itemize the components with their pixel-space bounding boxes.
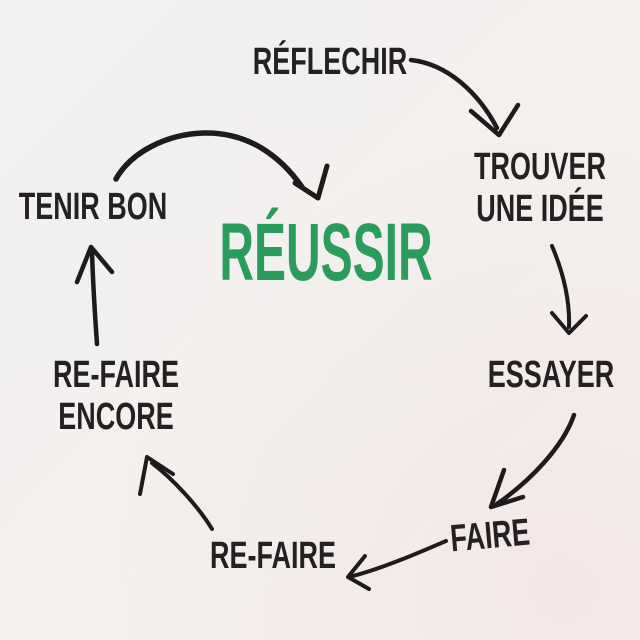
node-trouver-line1: TROUVER xyxy=(474,146,606,188)
node-reflechir: RÉFLECHIR xyxy=(252,41,408,83)
node-trouver-line2: UNE IDÉE xyxy=(476,188,604,230)
arrow-tenir-bon-to-reussir xyxy=(113,130,330,201)
arrow-essayer-to-faire xyxy=(488,412,577,510)
arrow-trouver-to-essayer xyxy=(550,244,588,335)
node-faire: FAIRE xyxy=(448,511,532,561)
node-refaire-encore-line2: ENCORE xyxy=(58,396,174,438)
arrow-refaire-to-refaire-encore xyxy=(138,455,214,531)
node-essayer: ESSAYER xyxy=(487,354,615,396)
node-refaire-encore-line1: RE-FAIRE xyxy=(53,354,179,396)
node-refaire: RE-FAIRE xyxy=(210,535,336,577)
arrow-reflechir-to-trouver xyxy=(408,57,521,138)
center-label: RÉUSSIR xyxy=(219,207,433,298)
arrow-refaire-encore-to-tenir-bon xyxy=(74,244,115,347)
arrow-faire-to-refaire xyxy=(346,539,448,591)
node-tenir-bon: TENIR BON xyxy=(18,186,168,228)
node-refaire-encore: RE-FAIRE ENCORE xyxy=(53,354,179,438)
node-trouver-une-idee: TROUVER UNE IDÉE xyxy=(474,146,606,230)
